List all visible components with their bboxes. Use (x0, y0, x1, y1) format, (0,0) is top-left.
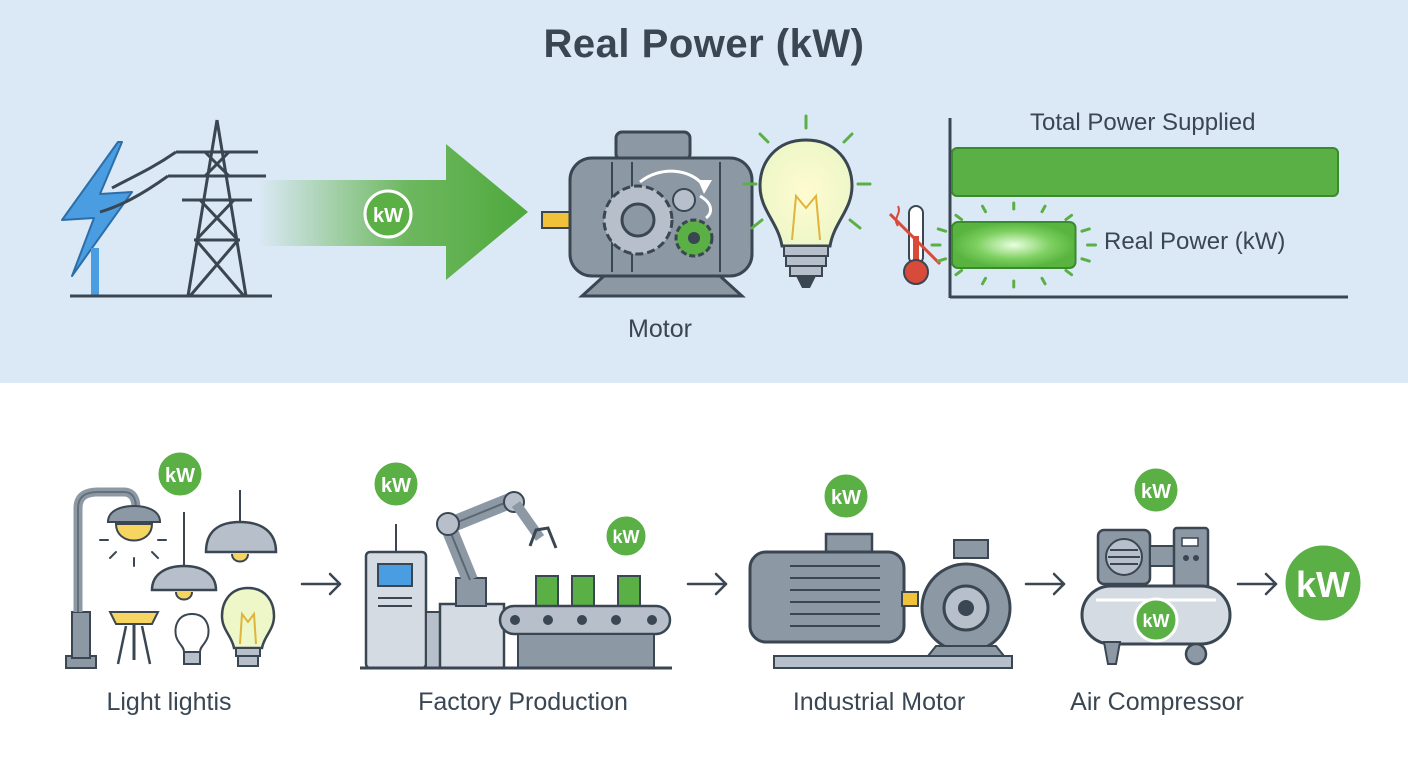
conveyor-belt-icon (498, 575, 672, 669)
industrial-motor-icon (748, 532, 1013, 669)
step-caption-industrial-motor: Industrial Motor (792, 688, 966, 716)
glow-tick (1064, 268, 1074, 277)
svg-text:kW: kW (381, 475, 411, 497)
kw-badge-factory-1: kW (371, 459, 421, 509)
step-caption-air-compressor: Air Compressor (1070, 688, 1244, 716)
kw-badge-factory-2: kW (603, 513, 649, 559)
motor-label: Motor (628, 315, 692, 343)
kw-badge-industrial-motor: kW (821, 471, 871, 521)
arrow-right-icon-1 (300, 572, 342, 596)
kw-badge-arrow: kW (363, 189, 413, 239)
glow-tick (954, 268, 964, 277)
kw-badge-result: kW (1282, 542, 1364, 624)
svg-text:kW: kW (831, 487, 861, 509)
small-bulb-icon (174, 612, 210, 665)
glow-tick (936, 227, 948, 233)
kw-badge-compressor-1: kW (1131, 465, 1181, 515)
glow-tick (1040, 276, 1047, 286)
step-caption-factory: Factory Production (418, 688, 628, 716)
robot-arm-icon (436, 491, 558, 670)
glowing-bulb-icon (220, 586, 276, 667)
street-lamp-icon (65, 487, 167, 669)
thermometer-crossed-icon (888, 205, 942, 285)
glow-tick (954, 213, 964, 222)
glow-tick (980, 276, 988, 286)
pendant-lamp-icon (150, 490, 278, 601)
lightning-bolt-icon (61, 141, 133, 296)
real-power-label: Real Power (kW) (1104, 228, 1286, 255)
glow-tick (980, 204, 988, 214)
glow-tick (1040, 204, 1047, 214)
power-bar-chart (930, 118, 1348, 299)
motor-icon (541, 130, 754, 298)
svg-text:kW: kW (1141, 481, 1171, 503)
step-arrows (300, 572, 1278, 596)
arrow-right-icon-3 (1024, 572, 1066, 596)
transmission-tower-icon (99, 119, 266, 297)
glow-tick (1064, 213, 1074, 222)
svg-text:kW: kW (1296, 564, 1350, 605)
bar-total-power (951, 147, 1339, 197)
air-compressor-icon (1080, 526, 1232, 666)
svg-text:kW: kW (373, 205, 403, 227)
glow-tick (1080, 227, 1091, 233)
kw-badge-compressor-2: kW (1133, 597, 1179, 643)
light-bulb-icon (742, 114, 872, 288)
arrow-right-icon-2 (686, 572, 728, 596)
step-caption-lights: Light lightis (106, 688, 232, 716)
svg-text:kW: kW (165, 465, 195, 487)
svg-text:kW: kW (1143, 611, 1170, 631)
glow-tick (936, 257, 948, 263)
arrow-right-icon-4 (1236, 572, 1278, 596)
table-lamp-icon (108, 611, 160, 665)
kw-badge-lights: kW (155, 449, 205, 499)
factory-machine-icon (364, 524, 447, 670)
bar-real-power (951, 221, 1077, 269)
total-power-label: Total Power Supplied (1030, 109, 1256, 136)
svg-text:kW: kW (613, 527, 640, 547)
glow-tick (1080, 257, 1091, 263)
page-title: Real Power (kW) (543, 22, 865, 66)
